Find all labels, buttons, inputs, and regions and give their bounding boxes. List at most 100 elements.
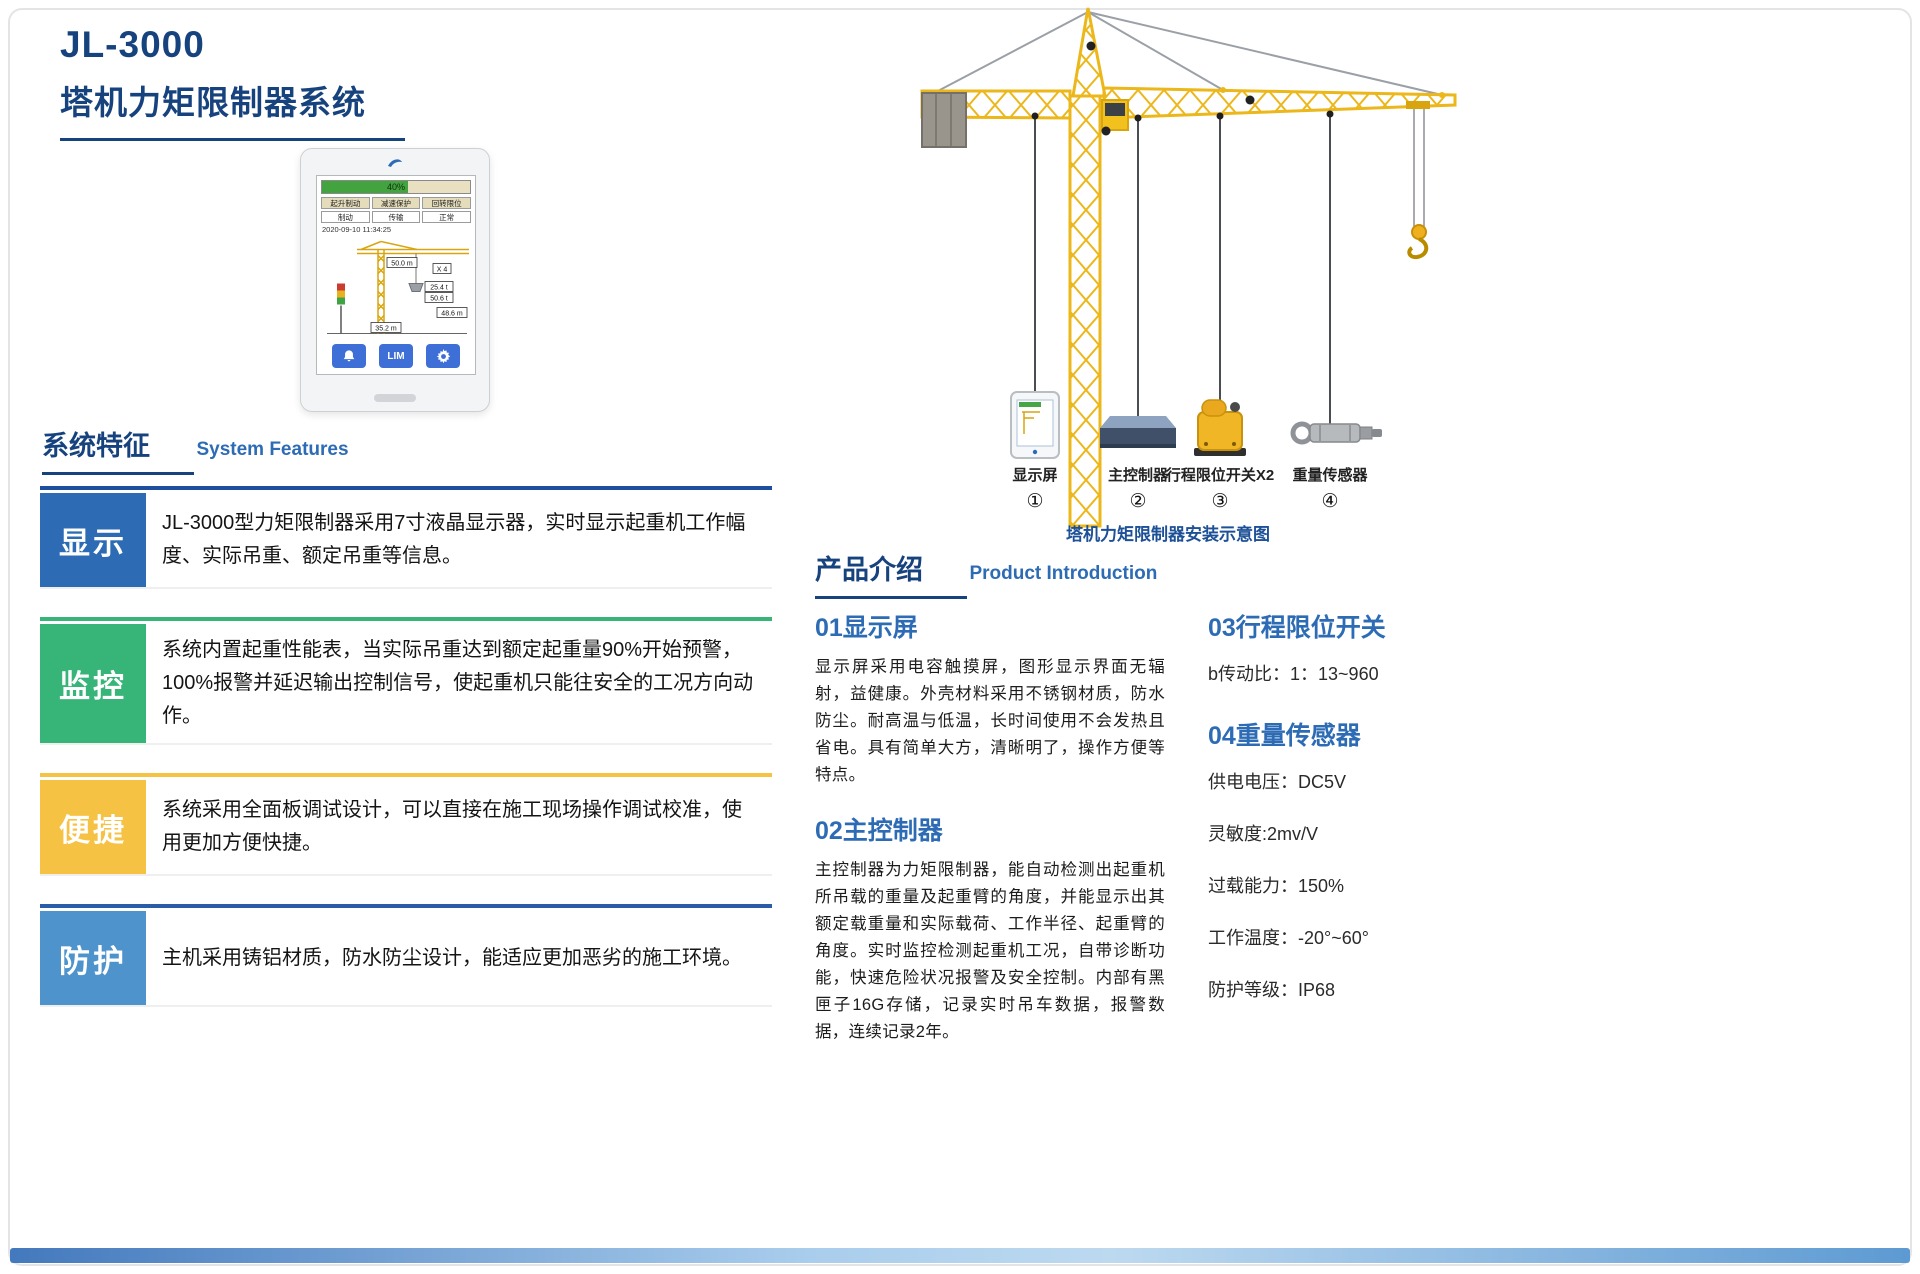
status-header: 回转限位 <box>422 197 471 209</box>
product-title: 塔机力矩限制器系统 <box>60 84 366 121</box>
spec-overload: 过载能力：150% <box>1208 876 1345 896</box>
page-title: JL-3000 塔机力矩限制器系统 <box>60 24 405 141</box>
crane-apex <box>1071 7 1107 98</box>
heading-cn: 产品介绍 <box>815 555 923 585</box>
alarm-bell-icon <box>343 350 354 362</box>
mini-crane-graphic: 50.0 m X 4 25.4 t 50.6 t 48.6 m 35.2 m <box>327 240 469 334</box>
counterweight <box>921 92 967 148</box>
settings-gear-icon <box>436 348 451 363</box>
crane-jib <box>1102 86 1457 120</box>
crane-tower <box>1068 94 1102 528</box>
feature-convenient: 便捷 系统采用全面板调试设计，可以直接在施工现场操作调试校准，使用更加方便快捷。 <box>40 773 772 876</box>
dim-actual-load: 25.4 t <box>430 285 448 292</box>
mini-crane-outline <box>357 240 469 334</box>
component-number-1: ① <box>1026 491 1044 512</box>
spec-temperature: 工作温度：-20°~60° <box>1208 928 1369 948</box>
spec-sensitivity: 灵敏度:2mv/V <box>1208 824 1319 844</box>
heading-en: System Features <box>196 439 349 460</box>
feature-label: 显示 <box>40 493 146 587</box>
screen-button-row: LIM <box>321 342 471 370</box>
status-value: 制动 <box>321 211 370 223</box>
heading-cn: 系统特征 <box>42 431 150 461</box>
feature-label: 监控 <box>40 624 146 743</box>
feature-protection: 防护 主机采用铸铝材质，防水防尘设计，能适应更加恶劣的施工环境。 <box>40 904 772 1007</box>
intro-body-controller: 主控制器为力矩限制器，能自动检测出起重机所吊载的重量及起重臂的角度，并能显示出其… <box>815 861 1165 1041</box>
cable-anchors <box>1031 110 1334 122</box>
status-grid: 起升制动 减速保护 回转限位 制动 传输 正常 <box>321 197 471 223</box>
product-intro-heading: 产品介绍 Product Introduction <box>815 548 1157 599</box>
intro-right-column: 03行程限位开关 b传动比：1：13~960 04重量传感器 供电电压：DC5V… <box>1208 608 1538 1002</box>
screen-timestamp: 2020-09-10 11:34:25 <box>322 225 392 234</box>
display-screen-component <box>1010 391 1060 459</box>
hoist-hook <box>1406 101 1430 260</box>
diagram-caption: 塔机力矩限制器安装示意图 <box>1066 525 1270 544</box>
limit-switch-component <box>1194 399 1246 456</box>
installation-diagram: 显示屏 主控制器 行程限位开关X2 重量传感器 ① ② ③ ④ 塔机力矩限制器安… <box>878 0 1538 552</box>
load-progress-bar: 40% <box>321 180 471 194</box>
component-label-display: 显示屏 <box>1012 467 1058 484</box>
feature-display: 显示 JL-3000型力矩限制器采用7寸液晶显示器，实时显示起重机工作幅度、实际… <box>40 486 772 589</box>
device-screen: 40% 起升制动 减速保护 回转限位 制动 传输 正常 2020-09-10 1… <box>316 175 476 375</box>
component-label-limit-switch: 行程限位开关X2 <box>1165 467 1275 484</box>
component-cables <box>1034 114 1331 424</box>
feature-monitor: 监控 系统内置起重性能表，当实际吊重达到额定起重量90%开始预警，100%报警并… <box>40 617 772 745</box>
model-name: JL-3000 <box>60 24 205 65</box>
dimension-labels: 50.0 m X 4 25.4 t 50.6 t 48.6 m 35.2 m <box>370 257 468 333</box>
component-number-3: ③ <box>1211 491 1229 512</box>
component-number-2: ② <box>1129 491 1147 512</box>
feature-topline <box>40 904 772 908</box>
dim-radius-top: 50.0 m <box>391 261 413 268</box>
intro-title-controller: 02主控制器 <box>815 817 943 845</box>
feature-topline <box>40 617 772 621</box>
main-controller-component <box>1100 416 1176 448</box>
title-underline <box>60 138 405 141</box>
bottom-accent-bar <box>10 1248 1910 1263</box>
feature-text: 系统内置起重性能表，当实际吊重达到额定起重量90%开始预警，100%报警并延迟输… <box>162 639 754 727</box>
spec-voltage: 供电电压：DC5V <box>1208 772 1347 792</box>
brand-mark <box>374 394 416 402</box>
component-label-sensor: 重量传感器 <box>1292 467 1368 484</box>
status-header: 减速保护 <box>371 197 421 209</box>
weight-sensor-component <box>1290 421 1382 445</box>
heading-underline <box>815 596 967 599</box>
settings-button <box>426 344 461 368</box>
operator-cab <box>1101 99 1129 131</box>
intro-title-display: 01显示屏 <box>815 614 918 642</box>
status-value: 正常 <box>422 211 471 223</box>
feature-text: 主机采用铸铝材质，防水防尘设计，能适应更加恶劣的施工环境。 <box>162 946 742 969</box>
features-list: 显示 JL-3000型力矩限制器采用7寸液晶显示器，实时显示起重机工作幅度、实际… <box>40 486 772 1035</box>
status-header: 起升制动 <box>321 197 370 209</box>
heading-en: Product Introduction <box>969 563 1158 584</box>
tower-crane-diagram <box>920 7 1457 528</box>
dim-radius-bottom: 35.2 m <box>375 326 397 333</box>
feature-topline <box>40 486 772 490</box>
feature-label: 防护 <box>40 911 146 1005</box>
crane-tie-rods <box>935 11 1443 96</box>
feature-text: JL-3000型力矩限制器采用7寸液晶显示器，实时显示起重机工作幅度、实际吊重、… <box>162 512 746 567</box>
feature-text: 系统采用全面板调试设计，可以直接在施工现场操作调试校准，使用更加方便快捷。 <box>162 799 742 854</box>
device-logo-icon <box>388 159 402 167</box>
progress-label: 40% <box>386 182 405 192</box>
heading-underline <box>42 472 194 475</box>
component-number-4: ④ <box>1321 491 1339 512</box>
lim-button: LIM <box>378 344 413 368</box>
spec-gear-ratio: b传动比：1：13~960 <box>1208 664 1379 684</box>
dim-multiplier: X 4 <box>437 267 448 274</box>
spec-protection-rating: 防护等级：IP68 <box>1208 980 1336 1000</box>
system-features-heading: 系统特征 System Features <box>42 424 349 475</box>
signal-tower-icon <box>337 283 345 334</box>
display-device-image: 40% 起升制动 减速保护 回转限位 制动 传输 正常 2020-09-10 1… <box>300 148 490 412</box>
progress-fill <box>322 181 408 193</box>
intro-body-display: 显示屏采用电容触摸屏，图形显示界面无辐射，益健康。外壳材料采用不锈钢材质，防水防… <box>815 658 1165 784</box>
alarm-button <box>331 344 366 368</box>
intro-title-limit-switch: 03行程限位开关 <box>1208 614 1386 642</box>
joint-dots <box>1086 41 1445 136</box>
mini-load <box>408 283 424 292</box>
status-value: 传输 <box>371 211 421 223</box>
feature-topline <box>40 773 772 777</box>
component-label-controller: 主控制器 <box>1107 467 1168 484</box>
dim-height: 48.6 m <box>441 311 463 318</box>
feature-label: 便捷 <box>40 780 146 874</box>
intro-left-column: 01显示屏 显示屏采用电容触摸屏，图形显示界面无辐射，益健康。外壳材料采用不锈钢… <box>815 608 1165 1068</box>
intro-title-sensor: 04重量传感器 <box>1208 722 1361 750</box>
